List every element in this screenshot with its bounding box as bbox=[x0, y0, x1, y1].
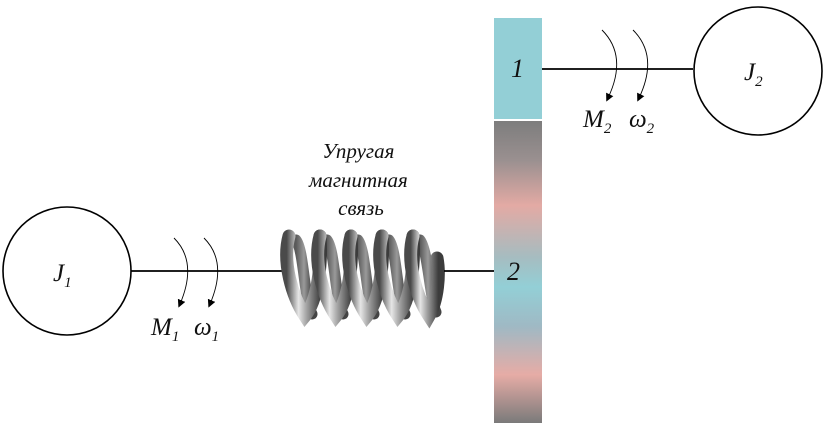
inertia-j1-label: J1 bbox=[53, 260, 72, 291]
inertia-j1-circle bbox=[2, 206, 132, 336]
spring bbox=[280, 229, 445, 329]
inertia-j2-circle bbox=[693, 6, 823, 136]
inertia-j2: J2 bbox=[693, 6, 823, 136]
moment-m1-label: M1 bbox=[150, 314, 179, 345]
coupling-bar bbox=[494, 18, 542, 423]
rotation-arrow-m1 bbox=[173, 237, 189, 308]
speed-omega1-label: ω1 bbox=[194, 314, 219, 345]
inertia-j1: J1 bbox=[2, 206, 132, 336]
inertia-j2-label: J2 bbox=[744, 59, 763, 90]
bar-section-2 bbox=[494, 121, 542, 423]
bar-section-1-label: 1 bbox=[511, 54, 524, 83]
rotation-arrow-omega2 bbox=[632, 29, 649, 102]
speed-omega2-label: ω2 bbox=[629, 106, 655, 137]
bar-section-1 bbox=[494, 18, 542, 119]
spring-caption: Упругая магнитная связь bbox=[308, 139, 413, 220]
bar-section-2-label: 2 bbox=[507, 257, 520, 286]
rotation-arrow-m2 bbox=[601, 29, 618, 102]
moment-m2-label: M2 bbox=[582, 106, 612, 137]
rotation-arrow-omega1 bbox=[203, 237, 219, 308]
